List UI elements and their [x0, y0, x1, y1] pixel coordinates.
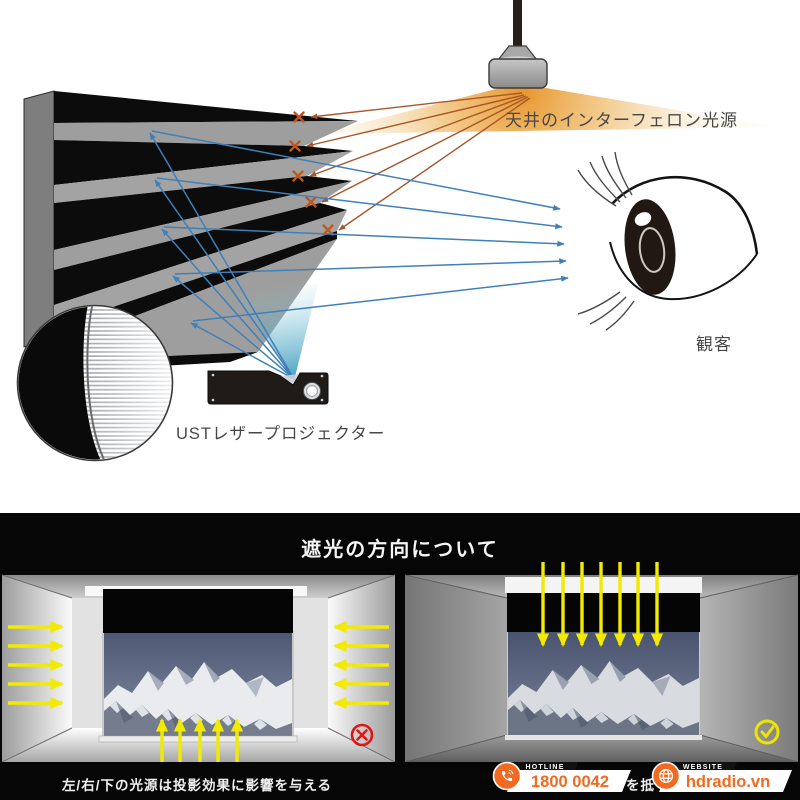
ceiling-light-strip — [505, 577, 702, 593]
alr-screen-diagram — [16, 0, 778, 462]
hotline-number[interactable]: 1800 0042 — [531, 773, 609, 791]
ust-projector — [207, 370, 329, 405]
projector-rays — [149, 132, 295, 380]
side-light-arrows — [8, 620, 389, 762]
projection-screen — [505, 593, 702, 740]
room-left-wall — [405, 575, 507, 762]
contact-badges: HOTLINE 1800 0042 WEBSITE hdradio.vn — [492, 761, 792, 792]
top-light-arrows — [536, 562, 664, 648]
room-corner-lines — [405, 574, 798, 762]
room-floor — [405, 735, 798, 762]
projector-light-fan — [232, 284, 318, 381]
right-room-caption-fragment: を抵 — [626, 778, 655, 793]
screen-image-mountains — [104, 633, 292, 736]
room-top-light — [405, 562, 798, 762]
room-right-wall — [700, 575, 798, 762]
website-badge: WEBSITE hdradio.vn — [651, 761, 792, 792]
left-room-caption: 左/右/下の光源は投影効果に影響を与える — [61, 778, 333, 793]
ceiling-lamp — [488, 0, 548, 89]
check-circle-icon — [754, 719, 780, 745]
projector-label: USTレザープロジェクター — [176, 425, 386, 443]
ceiling-light-label: 天井のインターフェロン光源 — [505, 111, 738, 130]
cross-circle-icon — [350, 723, 374, 747]
eyelashes — [577, 151, 635, 331]
audience-label: 観客 — [696, 335, 732, 354]
rejected-rays — [306, 92, 531, 231]
website-url[interactable]: hdradio.vn — [686, 773, 770, 791]
reject-x-marks — [289, 111, 334, 236]
ceiling-light-glow — [318, 88, 778, 134]
hotline-badge: HOTLINE 1800 0042 — [492, 761, 631, 792]
projection-screen — [98, 589, 298, 743]
globe-icon — [658, 768, 674, 784]
room-side-bottom-light — [2, 574, 395, 762]
viewer-rays — [151, 130, 569, 322]
hotline-label: HOTLINE — [525, 764, 564, 771]
screen-texture-detail — [16, 304, 174, 462]
shading-section-title: 遮光の方向について — [301, 537, 499, 561]
phone-icon — [501, 769, 514, 782]
viewer-eye — [577, 151, 759, 331]
website-label: WEBSITE — [683, 764, 723, 771]
